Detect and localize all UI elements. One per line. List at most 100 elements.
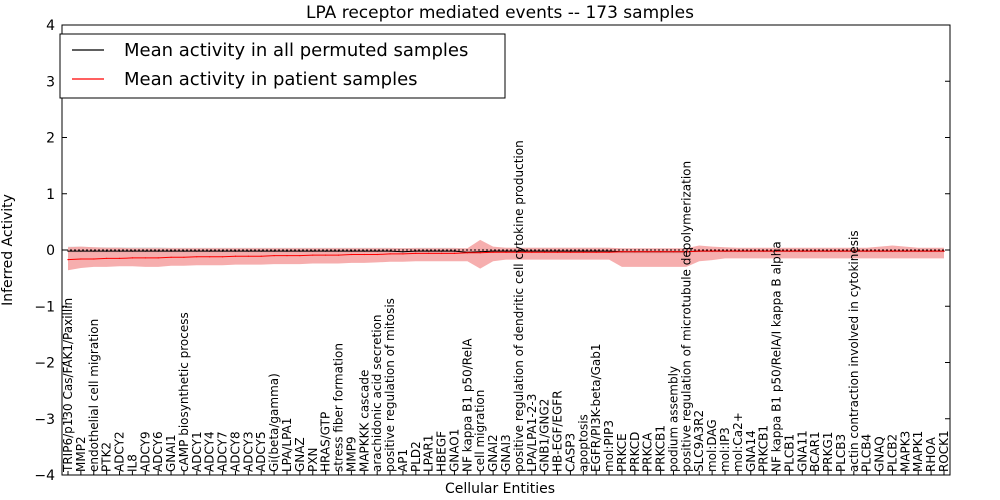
x-category-label: HBEGF — [435, 431, 449, 472]
permuted-point — [106, 250, 108, 252]
x-category-label: PRKCE — [615, 433, 629, 472]
patient-point — [196, 256, 198, 258]
x-category-label: NF kappa B1 p50/RelA/I kappa B alpha — [770, 241, 784, 472]
patient-point — [234, 255, 237, 257]
x-category-label: stress fiber formation — [332, 343, 346, 472]
permuted-point — [170, 250, 172, 252]
y-tick-label: 3 — [46, 74, 55, 90]
x-category-label: GNB1/GNG2 — [538, 399, 552, 472]
x-category-label: ADCY6 — [151, 431, 165, 472]
permuted-point — [518, 250, 520, 252]
x-category-label: ADCY2 — [113, 431, 127, 472]
permuted-point — [582, 250, 584, 252]
permuted-point — [209, 250, 211, 252]
patient-point — [737, 250, 739, 252]
patient-point — [247, 255, 249, 257]
legend-label-permuted: Mean activity in all permuted samples — [124, 40, 468, 61]
x-category-label: PRKCB1 — [654, 425, 668, 472]
patient-point — [595, 251, 597, 253]
permuted-point — [415, 250, 417, 252]
x-category-label: ADCY4 — [203, 431, 217, 472]
patient-point — [67, 259, 69, 261]
x-category-label: AP1 — [396, 449, 410, 472]
permuted-point — [312, 250, 314, 252]
y-tick-label: 1 — [46, 187, 55, 203]
x-category-label: actin contraction involved in cytokinesi… — [847, 230, 861, 472]
patient-point — [518, 251, 520, 253]
patient-point — [788, 250, 791, 252]
patient-point — [544, 251, 546, 253]
y-tick-label: 0 — [46, 243, 55, 259]
permuted-point — [492, 250, 494, 252]
patient-point — [415, 252, 417, 254]
x-category-label: HB-EGF/EGFR — [551, 390, 565, 472]
plot-area — [61, 24, 951, 476]
x-category-label: LPAR1 — [422, 435, 436, 472]
x-category-label: ADCY3 — [241, 431, 255, 472]
x-category-label: BCAR1 — [808, 431, 822, 472]
x-category-label: ADCY1 — [190, 431, 204, 472]
x-category-label: LPA/LPA1 — [280, 418, 294, 472]
patient-point — [337, 254, 340, 256]
x-category-label: GNA14 — [744, 430, 758, 472]
x-category-label: mol:Ca2+ — [731, 412, 745, 472]
patient-point — [724, 250, 726, 252]
patient-point — [299, 255, 301, 257]
series-lines — [67, 250, 945, 261]
patient-point — [775, 250, 778, 252]
permuted-point — [595, 250, 597, 252]
x-category-label: positive regulation of dendritic cell cy… — [512, 140, 526, 472]
patient-point — [131, 257, 133, 259]
x-category-label: PRKCA — [641, 432, 655, 472]
x-category-label: GNAI1 — [164, 434, 178, 472]
x-category-label: PLCB1 — [782, 434, 796, 472]
patient-point — [647, 251, 649, 253]
x-category-label: positive regulation of microtubule depol… — [679, 161, 693, 472]
permuted-point — [247, 250, 249, 252]
patient-point — [904, 250, 907, 252]
patient-point — [531, 251, 533, 253]
x-category-label: GNA11 — [795, 430, 809, 472]
x-category-label: GNAQ — [873, 436, 887, 472]
y-tick-label: −4 — [34, 468, 55, 484]
patient-point — [106, 257, 108, 259]
x-category-label: MMP2 — [74, 436, 88, 472]
permuted-point — [325, 250, 327, 252]
patient-point — [479, 252, 481, 254]
y-tick-label: −3 — [34, 412, 55, 428]
x-category-label: ADCY9 — [138, 431, 152, 472]
patient-point — [389, 253, 391, 255]
patient-point — [260, 255, 262, 257]
patient-point — [763, 250, 765, 252]
patient-point — [891, 250, 894, 252]
x-category-label: MAPK3 — [898, 431, 912, 472]
x-category-label: podium assembly — [667, 366, 681, 472]
permuted-point — [337, 250, 340, 252]
patient-point — [144, 257, 146, 259]
patient-point — [685, 251, 688, 253]
x-category-label: CASP3 — [563, 433, 577, 472]
permuted-point — [144, 250, 146, 252]
patient-point — [827, 250, 829, 252]
permuted-point — [157, 250, 159, 252]
x-category-label: mol:PIP3 — [602, 420, 616, 472]
x-category-label: EGFR/PI3K-beta/Gab1 — [589, 343, 603, 472]
patient-point — [660, 251, 662, 253]
patient-point — [930, 250, 932, 252]
patient-point — [866, 250, 868, 252]
permuted-point — [131, 250, 133, 252]
patient-point — [711, 250, 713, 252]
patient-point — [608, 251, 610, 253]
y-axis-title: Inferred Activity — [0, 194, 16, 306]
y-tick-label: 2 — [46, 131, 55, 147]
x-category-label: cell migration — [473, 390, 487, 472]
x-category-label: GNAI3 — [499, 434, 513, 472]
patient-point — [363, 253, 365, 256]
legend-label-patient: Mean activity in patient samples — [124, 69, 418, 90]
patient-point — [222, 256, 224, 258]
permuted-point — [428, 250, 430, 252]
permuted-point — [260, 250, 262, 252]
permuted-point — [299, 250, 301, 252]
